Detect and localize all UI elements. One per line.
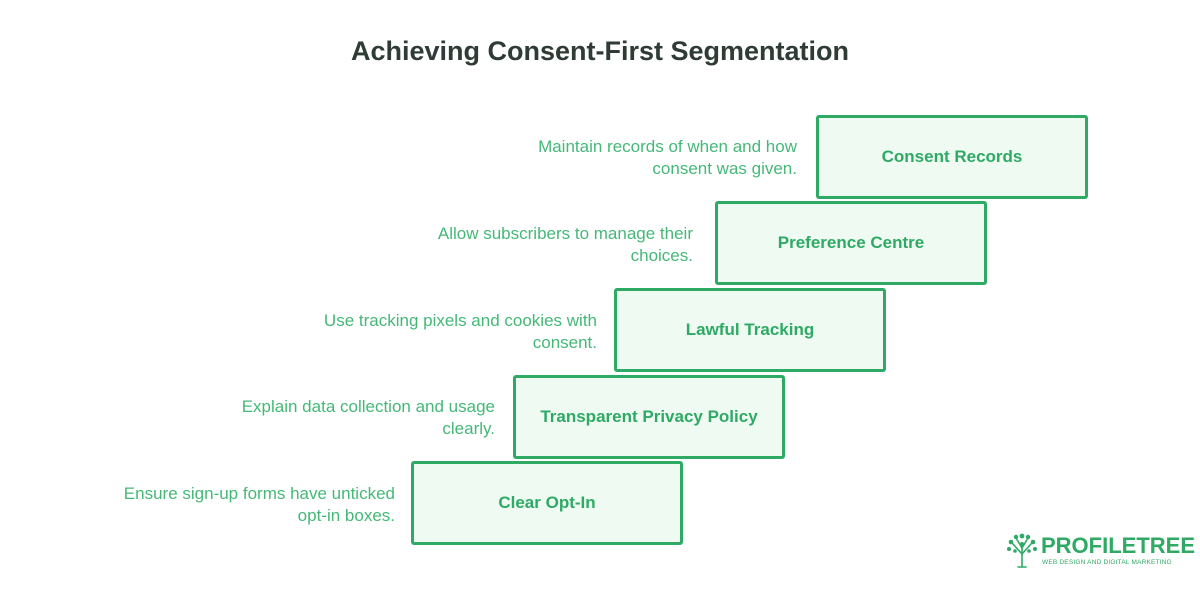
- step-label: Transparent Privacy Policy: [540, 407, 758, 426]
- tree-icon: [1007, 533, 1037, 568]
- step-description-transparent-privacy-policy: Explain data collection and usage clearl…: [241, 397, 495, 438]
- step-label: Clear Opt-In: [498, 493, 596, 512]
- profiletree-logo: PROFILETREE WEB DESIGN AND DIGITAL MARKE…: [1005, 532, 1195, 572]
- step-label: Preference Centre: [777, 233, 925, 252]
- step-box-transparent-privacy-policy: Transparent Privacy Policy: [513, 375, 785, 459]
- step-description-consent-records: Maintain records of when and how consent…: [538, 137, 797, 178]
- step-label: Consent Records: [881, 147, 1023, 166]
- diagram-title: Achieving Consent-First Segmentation: [350, 36, 850, 66]
- step-box-lawful-tracking: Lawful Tracking: [614, 288, 886, 372]
- logo-tagline: WEB DESIGN AND DIGITAL MARKETING: [1042, 559, 1172, 566]
- step-description-preference-centre: Allow subscribers to manage their choice…: [437, 224, 693, 265]
- step-label: Lawful Tracking: [685, 320, 815, 339]
- step-box-preference-centre: Preference Centre: [715, 201, 987, 285]
- step-description-lawful-tracking: Use tracking pixels and cookies with con…: [323, 311, 597, 352]
- logo-wordmark: PROFILETREE: [1041, 533, 1196, 558]
- step-description-clear-opt-in: Ensure sign-up forms have unticked opt-i…: [123, 484, 395, 525]
- step-box-clear-opt-in: Clear Opt-In: [411, 461, 683, 545]
- step-box-consent-records: Consent Records: [816, 115, 1088, 199]
